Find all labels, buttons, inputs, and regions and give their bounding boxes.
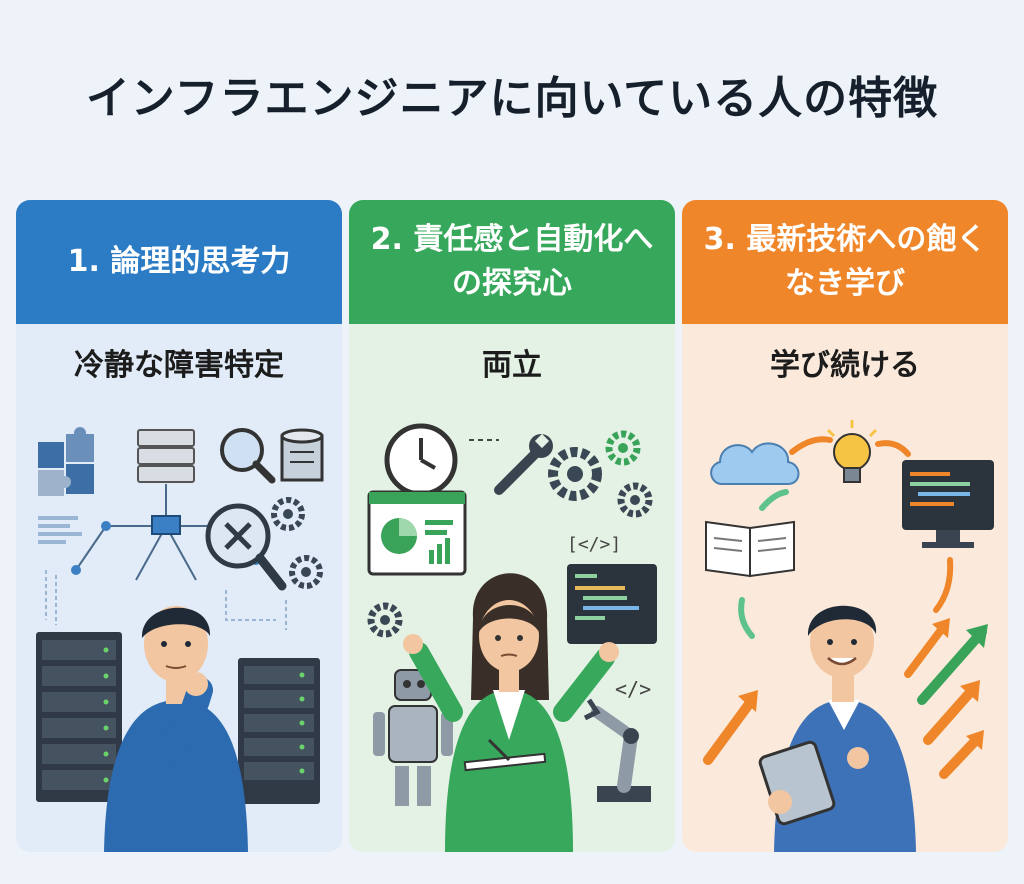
puzzle-icon (38, 427, 94, 496)
robot-arm-icon (583, 698, 651, 802)
code-window-icon (567, 564, 657, 644)
monitor-icon (902, 460, 994, 548)
gear-icon (271, 497, 323, 589)
card-subtitle: 両立 (482, 348, 542, 383)
cloud-icon (710, 442, 800, 485)
magnifier-icon (220, 428, 276, 484)
gear-icon (367, 430, 653, 638)
wrench-icon (494, 433, 553, 495)
server-icon (137, 429, 195, 483)
database-icon (280, 428, 324, 482)
code-lines-icon (38, 516, 82, 544)
person-thinking-icon (104, 606, 248, 852)
error-magnifier-icon (205, 503, 287, 591)
server-rack-icon (238, 658, 320, 804)
card-heading: 3. 最新技術への飽くなき学び (682, 200, 1008, 324)
lightbulb-icon (826, 420, 878, 483)
person-writing-icon (403, 573, 619, 852)
card-heading: 2. 責任感と自動化への探究心 (349, 200, 675, 324)
responsibility-automation-illustration: [</>] </> (367, 423, 657, 852)
continuous-learning-illustration (703, 420, 994, 852)
server-rack-icon (36, 632, 122, 802)
person-tablet-icon (758, 605, 916, 852)
dashboard-icon (367, 490, 467, 576)
cycle-arrows-icon (738, 436, 954, 639)
svg-text:</>: </> (615, 677, 651, 701)
logical-thinking-illustration (36, 427, 324, 852)
arrow-up-icon (703, 618, 988, 779)
trait-card-continuous-learning: 3. 最新技術への飽くなき学び 学び続ける (682, 200, 1008, 852)
svg-text:[</>]: [</>] (567, 534, 621, 555)
page-title: インフラエンジニアに向いている人の特徴 (85, 73, 939, 124)
trait-card-responsibility-automation: 2. 責任感と自動化への探究心 両立 (349, 200, 675, 852)
book-icon (705, 520, 795, 578)
trait-card-logical-thinking: 1. 論理的思考力 冷静な障害特定 (16, 200, 342, 852)
card-subtitle: 冷静な障害特定 (74, 348, 284, 383)
clock-icon (384, 423, 458, 497)
card-heading: 1. 論理的思考力 (16, 200, 342, 324)
card-subtitle: 学び続ける (770, 348, 920, 383)
